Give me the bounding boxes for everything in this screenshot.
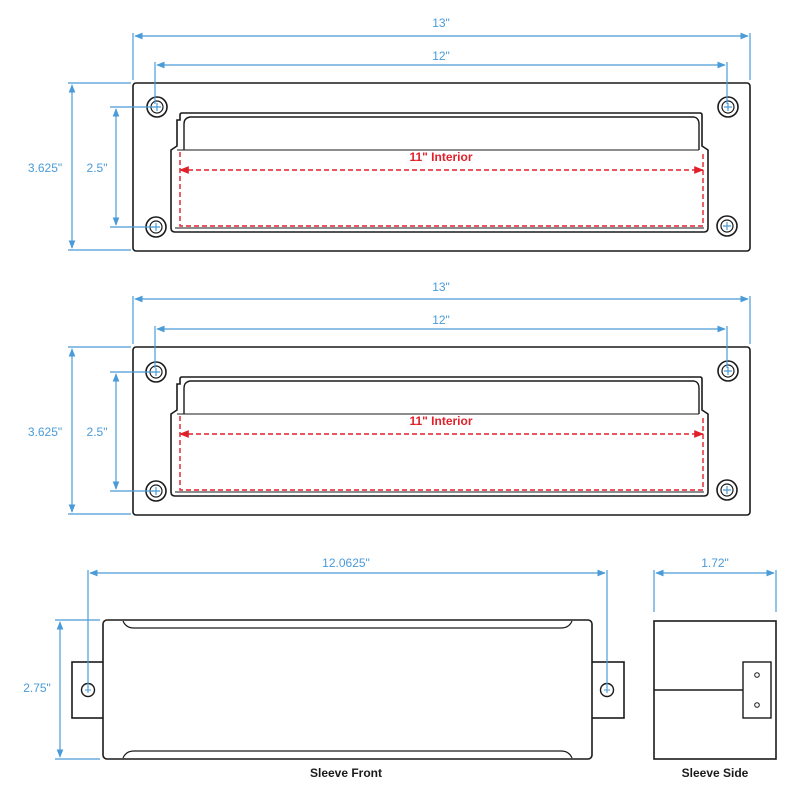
plate-2-interior-outline <box>179 416 704 491</box>
plate-1-outline <box>132 82 751 252</box>
plate-2-screw-vertical-label: 2.5" <box>87 425 108 439</box>
plate-2-width-label: 13" <box>432 280 450 294</box>
plate-1-opening <box>170 112 709 233</box>
plate-1: 11" Interior 13" 12" 3.625" 2.5" <box>28 16 751 252</box>
sleeve-side-depth-label: 1.72" <box>701 556 729 570</box>
sleeve-front-width-label: 12.0625" <box>322 556 370 570</box>
plate-2-outline <box>132 346 751 516</box>
plate-2-width-dimension <box>132 295 751 344</box>
plate-1-screw-vertical-label: 2.5" <box>87 161 108 175</box>
plate-1-screw-spacing-label: 12" <box>432 49 450 63</box>
plate-1-height-dimension <box>68 82 131 251</box>
plate-2-opening <box>170 376 709 497</box>
plate-1-width-dimension <box>132 32 751 80</box>
sleeve-front-caption: Sleeve Front <box>310 766 382 780</box>
plate-2-height-dimension <box>68 346 131 515</box>
plate-2-height-label: 3.625" <box>28 425 62 439</box>
sleeve-front: 12.0625" 2.75" Sleeve Front <box>23 556 625 780</box>
plate-2-screws <box>145 360 739 502</box>
sleeve-front-body <box>102 619 593 760</box>
sleeve-front-height-label: 2.75" <box>23 681 51 695</box>
screw-icon <box>717 96 739 118</box>
plate-2: 11" Interior 13" 12" 3.625" 2.5" <box>28 280 751 516</box>
plate-1-interior-label: 11" Interior <box>409 150 472 164</box>
sleeve-front-height-dimension <box>55 619 100 760</box>
screw-icon <box>716 479 738 501</box>
plate-1-width-label: 13" <box>432 16 450 30</box>
screw-icon <box>717 360 739 382</box>
screw-icon <box>145 216 167 238</box>
sleeve-front-width-dimension <box>87 569 608 688</box>
plate-1-interior-outline <box>179 152 704 227</box>
plate-2-screw-spacing-label: 12" <box>432 313 450 327</box>
screw-icon <box>716 215 738 237</box>
sleeve-side-caption: Sleeve Side <box>682 766 749 780</box>
plate-1-screw-vertical-dimension <box>110 106 153 228</box>
plate-1-height-label: 3.625" <box>28 161 62 175</box>
sleeve-side-depth-dimension <box>653 569 777 612</box>
plate-2-interior-label: 11" Interior <box>409 414 472 428</box>
plate-1-screw-spacing-dimension <box>154 61 728 104</box>
sleeve-side-tab <box>742 661 772 719</box>
plate-2-screw-spacing-dimension <box>154 325 728 368</box>
plate-1-screws <box>145 96 739 238</box>
plate-2-screw-vertical-dimension <box>110 371 153 492</box>
sleeve-side: 1.72" Sleeve Side <box>653 556 777 780</box>
